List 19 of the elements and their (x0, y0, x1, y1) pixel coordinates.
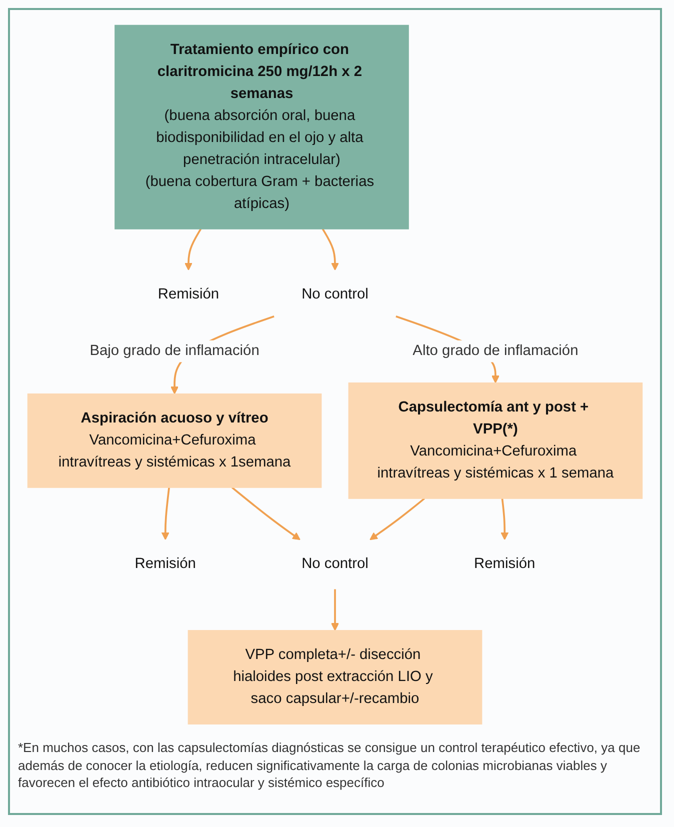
arrow (161, 487, 170, 540)
node-text: Remisión (134, 556, 196, 572)
arrow (322, 228, 340, 271)
edge-label: Bajo grado de inflamación (90, 343, 260, 359)
node-text: Remisión (158, 286, 220, 302)
node-text: No control (302, 286, 368, 302)
arrow (184, 228, 202, 271)
arrow (231, 486, 300, 540)
node-text: Remisión (474, 556, 536, 572)
arrow (370, 498, 426, 540)
arrow (330, 589, 340, 631)
node-box: VPP completa+/- disección hialoides post extracción LIO y saco capsular+/-recambio (188, 630, 482, 724)
node-box: Tratamiento empírico con claritromicina 250 mg/12h x 2 semanas (buena absorción oral, buena biodisponibilidad en el ojo y alta penetración intracelular) (buena cobertura Gram + bacterias atípicas) (114, 24, 409, 230)
arrow (500, 498, 509, 540)
node-box: Capsulectomía ant y post + VPP(*) Vancomicina+Cefuroxima intravítreas y sistémicas x 1 semana (348, 382, 643, 499)
edge-label: Alto grado de inflamación (412, 343, 578, 359)
node-box: Aspiración acuoso y vítreo Vancomicina+Cefuroxima intravítreas y sistémicas x 1semana (27, 393, 322, 488)
node-text: No control (302, 556, 368, 572)
footnote: *En muchos casos, con las capsulectomías diagnósticas se consigue un control terapéutico efectivo, ya que además de conocer la etiología, reducen significativamente la carga de colonias microbianas viables y favorecen el efecto antibiótico intraocular y sistémico específico (18, 739, 642, 792)
